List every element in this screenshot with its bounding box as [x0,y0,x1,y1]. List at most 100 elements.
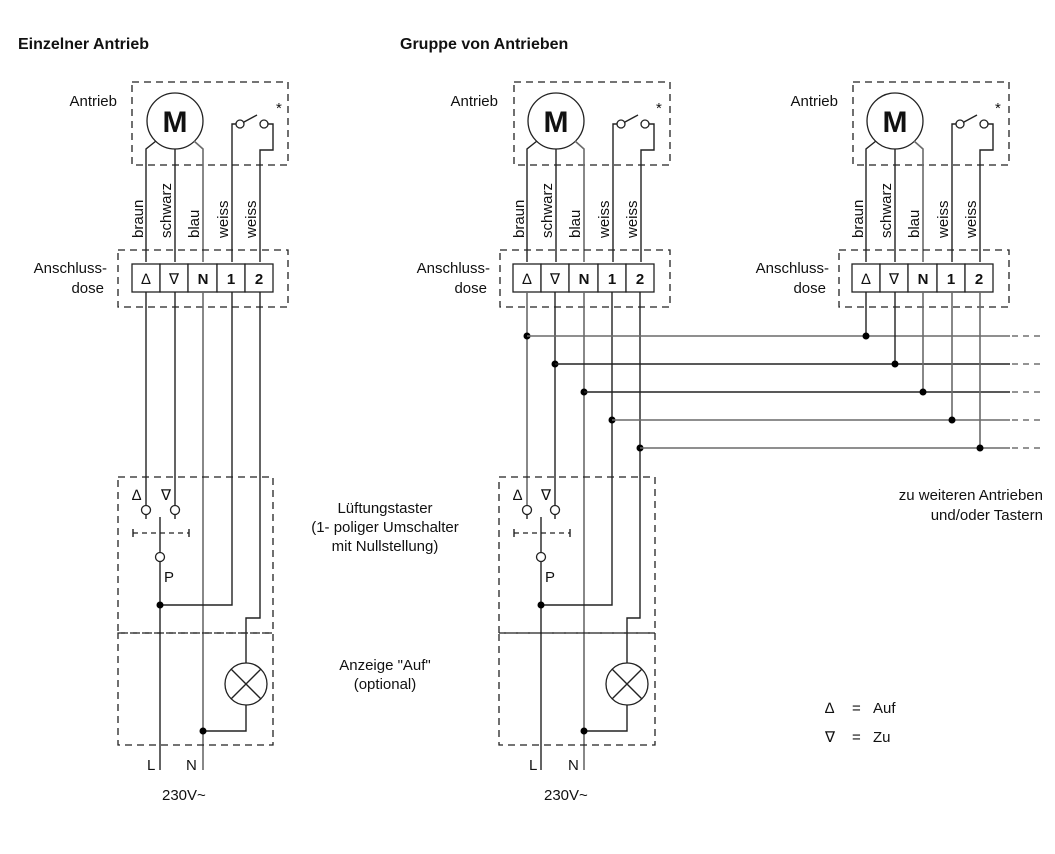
wire-braun [145,140,157,262]
switch-common-label: P [545,569,555,586]
switch-up-symbol: ∆ [513,487,523,504]
terminal-1: 1 [947,271,955,288]
terminal-2: 2 [975,271,983,288]
junction-box-label-1: Anschluss- [417,260,490,277]
wire-label-braun: braun [850,200,867,238]
terminal-down: ∇ [549,271,561,288]
terminal-up: ∆ [522,271,532,288]
line-2 [626,292,641,664]
indicator-description-2: (optional) [354,676,417,693]
voltage-label: 230V~ [162,787,206,804]
svg-text:M: M [883,106,908,139]
switch-description-3: mit Nullstellung) [332,538,439,555]
title-single-drive: Einzelner Antrieb [18,36,149,53]
terminal-down: ∇ [168,271,180,288]
indicator-boundary [117,632,274,746]
terminal-2: 2 [255,271,263,288]
junction-box-label-1: Anschluss- [756,260,829,277]
terminal-n: N [198,271,209,288]
neutral-label: N [568,757,579,774]
voltage-label: 230V~ [544,787,588,804]
switch-description-1: Lüftungstaster [337,500,432,517]
line-1 [160,292,233,606]
line-2 [245,292,261,664]
lamp-icon [580,662,649,735]
terminal-down: ∇ [888,271,900,288]
limit-switch-icon [231,114,274,262]
further-drives-label-1: zu weiteren Antrieben [899,487,1043,504]
legend-symbol-up: ∆ [825,700,835,717]
limit-switch-note: * [276,100,282,117]
unit-group-right: Antrieb M * braun schwarz blau weiss wei… [756,81,1010,452]
switch-common-label: P [164,569,174,586]
switch-boundary [498,476,656,634]
wire-braun [526,140,538,262]
junction-box-label-2: dose [71,280,104,297]
junction-box-label-2: dose [793,280,826,297]
switch-down-symbol: ∇ [160,487,172,504]
wire-label-schwarz: schwarz [878,183,895,238]
wire-blau [574,140,585,262]
limit-switch-note: * [656,100,662,117]
terminal-1: 1 [608,271,616,288]
wire-label-blau: blau [186,210,203,238]
title-group-drives: Gruppe von Antrieben [400,36,568,53]
legend: ∆ = Auf ∇ = Zu [824,700,896,746]
motor-icon: M [527,92,585,150]
svg-text:M: M [544,106,569,139]
bus-lines [527,335,1045,449]
indicator-boundary [498,632,656,746]
terminal-block: ∆ ∇ N 1 2 [851,263,994,293]
terminal-block: ∆ ∇ N 1 2 [131,263,274,293]
drive-label: Antrieb [450,93,498,110]
wire-label-schwarz: schwarz [158,183,175,238]
wire-blau [193,140,204,262]
motor-icon: M [146,92,204,150]
toggle-switch-icon [513,504,571,770]
legend-eq-down: = [852,729,861,746]
legend-meaning-down: Zu [873,729,891,746]
terminal-n: N [579,271,590,288]
legend-eq-up: = [852,700,861,717]
terminal-up: ∆ [141,271,151,288]
toggle-switch-icon [132,504,190,770]
switch-down-symbol: ∇ [540,487,552,504]
svg-text:M: M [163,106,188,139]
wire-label-weiss-2: weiss [963,200,980,239]
limit-switch-note: * [995,100,1001,117]
wire-label-weiss-2: weiss [624,200,641,239]
drive-label: Antrieb [790,93,838,110]
switch-boundary [117,476,274,634]
junction-box-label-1: Anschluss- [34,260,107,277]
wire-label-weiss-1: weiss [215,200,232,239]
limit-switch-icon [612,114,655,262]
terminal-2: 2 [636,271,644,288]
drive-label: Antrieb [69,93,117,110]
terminal-n: N [918,271,929,288]
unit-group-left: Antrieb M * braun schwarz blau weiss wei… [417,81,671,804]
motor-icon: M [866,92,924,150]
neutral-label: N [186,757,197,774]
wire-braun [865,140,877,262]
further-drives-label-2: und/oder Tastern [931,507,1043,524]
indicator-description-1: Anzeige "Auf" [339,657,431,674]
phase-label: L [147,757,155,774]
line-1 [541,292,613,606]
legend-meaning-up: Auf [873,700,896,717]
switch-description-2: (1- poliger Umschalter [311,519,459,536]
wire-label-braun: braun [130,200,147,238]
terminal-block: ∆ ∇ N 1 2 [512,263,655,293]
lamp-icon [199,662,268,735]
wire-label-weiss-1: weiss [935,200,952,239]
wire-label-blau: blau [567,210,584,238]
wire-blau [913,140,924,262]
wire-label-weiss-2: weiss [243,200,260,239]
wire-label-braun: braun [511,200,528,238]
unit-single: Antrieb M * braun schwarz blau weiss wei… [34,81,289,804]
terminal-1: 1 [227,271,235,288]
junction-box-boundary [838,249,1010,308]
drive-boundary [852,81,1010,166]
terminal-up: ∆ [861,271,871,288]
phase-label: L [529,757,537,774]
